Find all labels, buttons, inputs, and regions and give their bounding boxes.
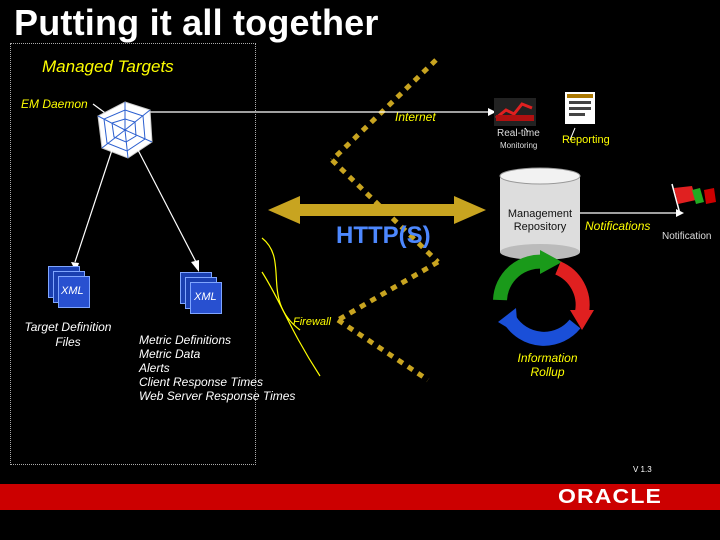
oracle-logo: ORACLE [558,486,663,508]
metric-item: Alerts [139,361,170,375]
reporting-label: Reporting [562,134,610,146]
monitoring-label: Monitoring [500,141,538,150]
metric-item: Metric Definitions [139,333,232,347]
metric-item: Metric Data [139,347,201,361]
rollup-cycle-icon [493,250,594,346]
http-double-arrow [268,196,486,224]
realtime-label: Real-time [497,128,540,139]
notification-label: Notification [662,231,712,242]
monitoring-chart-icon [494,98,536,126]
xml-label: XML [194,291,217,303]
version-label: V 1.3 [633,465,652,474]
web-icon [97,101,153,159]
managed-targets-label: Managed Targets [42,57,174,76]
managed-targets-region [10,43,256,465]
http-label: HTTP(S) [336,222,431,249]
firewall-label: Firewall [293,316,331,328]
page-title: Putting it all together [14,2,379,43]
firewall-line [336,259,440,323]
notification-flag-icon [671,183,716,215]
footer-bar [0,484,720,510]
xml-label: XML [61,285,84,297]
firewall-line-lower [336,317,430,383]
internet-label: Internet [395,110,436,124]
internet-boundary [330,58,438,162]
management-repository-label: Management Repository [507,208,573,233]
metric-list: Metric Definitions Metric Data Alerts Cl… [139,333,295,403]
notifications-label: Notifications [585,219,651,233]
metric-item: Client Response Times [139,375,263,389]
em-daemon-label: EM Daemon [21,97,88,111]
information-rollup-label: Information Rollup [517,351,578,379]
metric-item: Web Server Response Times [139,389,296,403]
reporting-icon [565,92,595,124]
target-definition-files-label: Target Definition Files [24,320,112,349]
